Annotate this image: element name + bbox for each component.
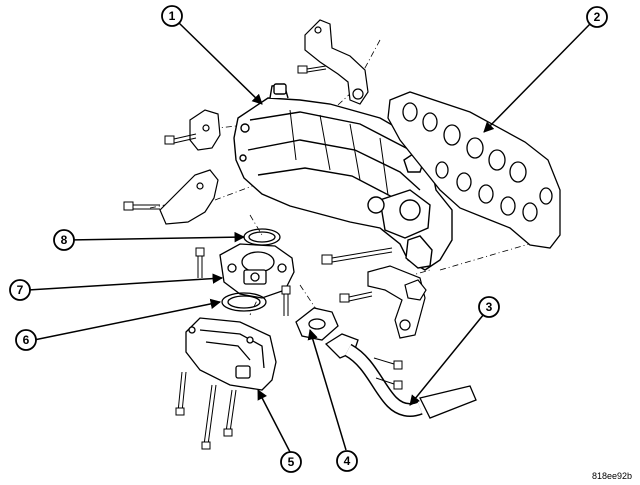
egr-tube (324, 333, 477, 419)
svg-text:8: 8 (61, 233, 68, 247)
bolt (297, 65, 327, 74)
svg-text:2: 2 (594, 10, 601, 24)
svg-text:6: 6 (23, 333, 30, 347)
cooler-bolt (201, 384, 217, 450)
egr-gasket-lower (221, 292, 267, 312)
left-mounting-bracket (189, 109, 221, 151)
cooler-bolt (223, 389, 237, 437)
leader-lines (27, 21, 591, 453)
callout-2: 2 (586, 6, 608, 28)
callout-3: 3 (478, 296, 500, 318)
bolt (164, 133, 197, 145)
egr-gasket-upper (243, 228, 281, 246)
svg-text:3: 3 (486, 300, 493, 314)
callout-5: 5 (280, 451, 302, 473)
egr-valve-body (219, 243, 295, 299)
callout-1: 1 (161, 5, 183, 27)
callout-6: 6 (15, 329, 37, 351)
upper-mounting-bracket (304, 19, 369, 105)
callout-7: 7 (9, 279, 31, 301)
svg-text:5: 5 (288, 455, 295, 469)
egr-bolt (281, 285, 291, 316)
intake-manifold (233, 83, 453, 271)
bolt (123, 201, 160, 211)
callout-4: 4 (336, 450, 358, 472)
callout-8: 8 (53, 229, 75, 251)
tube-flange-gasket (295, 307, 339, 341)
svg-text:4: 4 (344, 454, 351, 468)
bolt (373, 357, 403, 370)
lower-left-bracket (159, 169, 219, 225)
svg-text:7: 7 (17, 283, 24, 297)
svg-text:1: 1 (169, 9, 176, 23)
lower-right-bracket (367, 265, 427, 339)
bolt (375, 377, 403, 390)
manifold-gasket (387, 91, 561, 249)
egr-cooler (185, 317, 277, 391)
figure-reference-id: 818ee92b (591, 471, 632, 481)
cooler-bolt (175, 371, 187, 416)
egr-bolt (195, 247, 205, 278)
long-bolt (321, 247, 393, 265)
bolt (339, 291, 373, 303)
